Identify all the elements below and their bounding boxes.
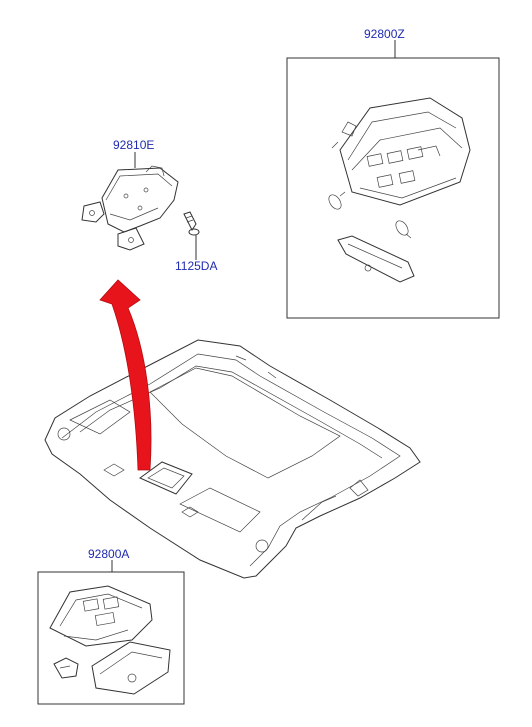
screw-illustration <box>183 211 200 236</box>
bracket-illustration <box>81 165 179 251</box>
screw-group <box>183 211 200 260</box>
part-label-92800z: 92800Z <box>364 27 405 41</box>
part-label-1125da: 1125DA <box>175 259 218 273</box>
overhead-console-box <box>286 57 500 319</box>
overhead-console-illustration <box>328 97 471 283</box>
map-lamp-group <box>37 560 185 705</box>
part-label-92810e: 92810E <box>113 138 155 152</box>
part-label-92800a: 92800A <box>88 547 130 561</box>
curved-arrow-icon <box>99 279 152 471</box>
overhead-console-group <box>286 40 500 319</box>
map-lamp-box <box>37 571 185 705</box>
headliner-illustration <box>44 339 421 579</box>
map-lamp-illustration <box>49 585 171 695</box>
bracket-group <box>81 152 179 251</box>
